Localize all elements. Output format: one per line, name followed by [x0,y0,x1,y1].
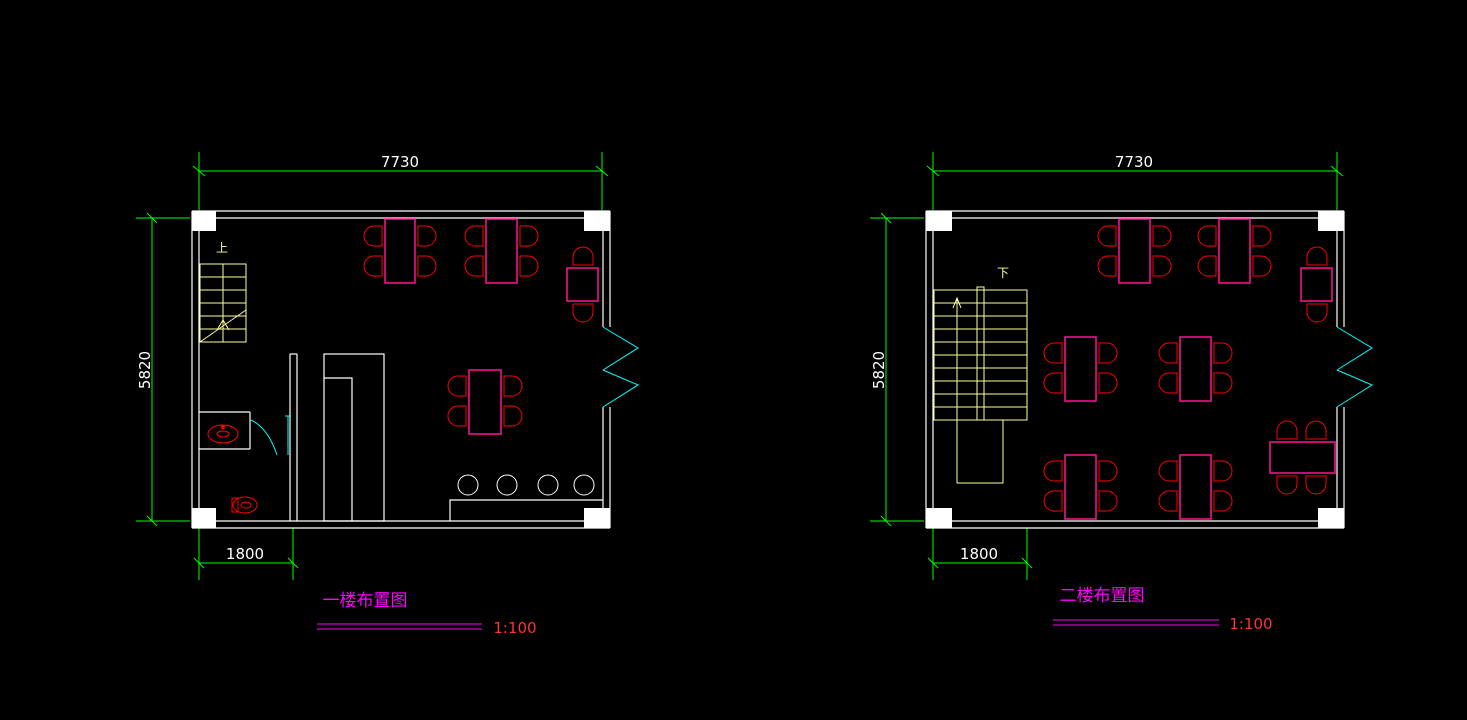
floor2-title: 二楼布置图 [1060,586,1145,606]
floor1-tables [384,218,599,435]
floor1-width-dimension: 7730 [381,153,419,171]
floor1-walls [191,210,611,529]
floor1-sink-icon [207,424,239,444]
floor1-height-dimension: 5820 [136,351,154,389]
floor1-stairs [199,263,247,343]
floor2-width-dimension: 7730 [1115,153,1153,171]
floor1-bar-stools [457,474,595,496]
floor2-columns [926,211,1344,528]
floor1-toilet-icon [231,496,258,514]
floor2-walls [925,210,1345,529]
floor1-scale: 1:100 [493,619,536,637]
floor2-chairs [1043,225,1328,512]
floor2-height-dimension: 5820 [870,351,888,389]
floor2-dimensions [870,152,1344,580]
floor1-bottom-dimension: 1800 [226,545,264,563]
floor2-scale: 1:100 [1229,615,1272,633]
floor2-tables [1064,218,1336,520]
floor2-stairs [933,286,1028,484]
floor1-plan: 7730 5820 1800 [136,152,640,637]
floor2-stair-label: 下 [997,266,1009,280]
floor2-bottom-dimension: 1800 [960,545,998,563]
floor1-chairs [363,225,594,427]
floor1-stair-label: 上 [216,241,228,255]
floor1-title: 一楼布置图 [323,591,408,611]
floor2-doors [1336,326,1374,408]
floor1-columns [192,211,610,528]
floor2-plan: 7730 5820 1800 [870,152,1374,633]
floor1-dimensions [136,152,609,580]
floor1-doors [250,326,640,456]
